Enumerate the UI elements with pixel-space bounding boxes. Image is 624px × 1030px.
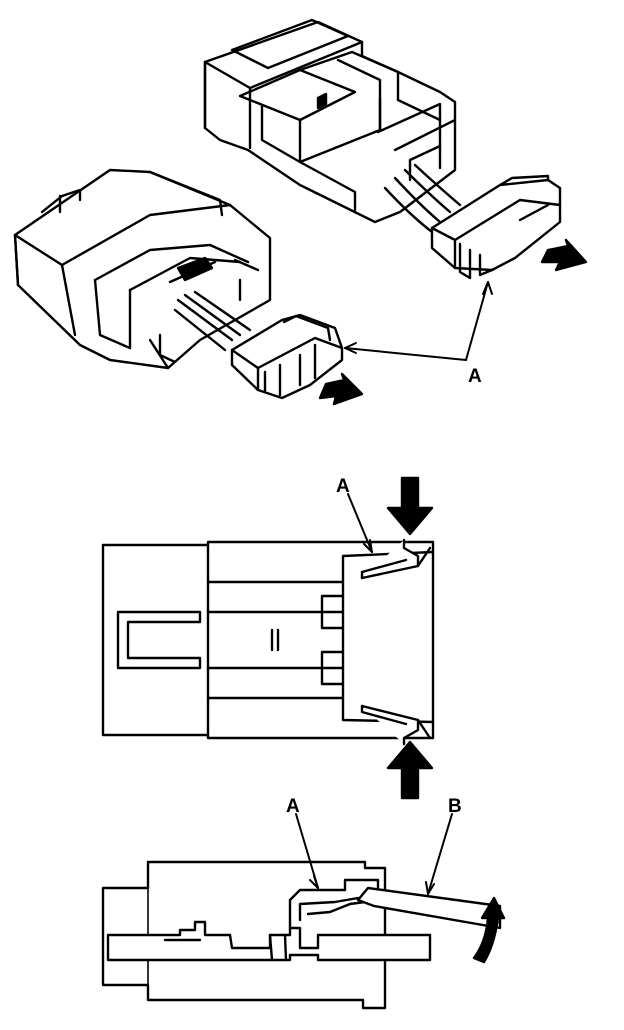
- squeeze-arrow-bottom: [386, 740, 434, 800]
- fig2-callout-a: A: [336, 476, 350, 497]
- pry-direction-arrow: [472, 896, 506, 964]
- fig3-callout-b-leader: [427, 813, 453, 895]
- fig3-callout-a: A: [286, 796, 300, 817]
- upper-retainer-a: [430, 174, 562, 280]
- lower-connector-housing: [13, 168, 272, 370]
- figure-2-top-view: A: [101, 476, 435, 800]
- lower-connector-wires: [173, 290, 252, 352]
- fig2-callout-leader: [347, 493, 373, 553]
- fig3-callout-b: B: [448, 796, 462, 817]
- left-slot: [116, 610, 202, 670]
- fig1-callout-a: A: [468, 366, 482, 387]
- lower-retainer-a: [230, 313, 344, 400]
- upper-connector-housing: [203, 18, 457, 224]
- fig1-callout-leaders: [344, 281, 493, 361]
- figure-1-perspective: A: [13, 18, 588, 406]
- figure-3-side-view: A B: [101, 796, 506, 1010]
- squeeze-arrow-top: [386, 476, 434, 536]
- terminal: [106, 920, 432, 962]
- upper-pull-arrow: [540, 238, 588, 272]
- lower-pull-arrow: [318, 372, 364, 406]
- side-retainer-a: [288, 878, 380, 930]
- upper-connector-wires: [383, 163, 462, 234]
